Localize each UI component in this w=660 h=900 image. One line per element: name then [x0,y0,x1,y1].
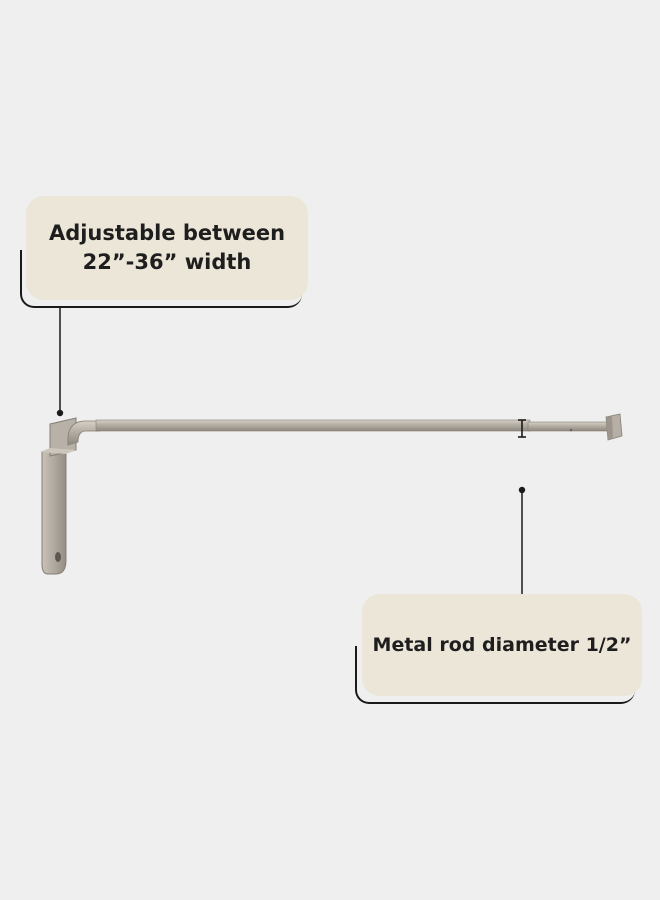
callout-width-outline [20,250,302,308]
callout-width-line1: Adjustable between [48,221,286,245]
callout-adjustable-width: Adjustable between 22”-36” width [26,196,308,300]
callout-diameter-outline [355,646,635,704]
diameter-marker [518,419,526,438]
callout-diameter-text: Metal rod diameter 1/2” [372,634,632,656]
callout-width-text: Adjustable between 22”-36” width [39,219,295,277]
leader-line-width [56,308,64,417]
leader-line-diameter [518,486,526,594]
swing-arm-rod [40,413,623,575]
callout-width-line2: 22”-36” width [82,250,252,274]
callout-rod-diameter: Metal rod diameter 1/2” [362,594,642,696]
